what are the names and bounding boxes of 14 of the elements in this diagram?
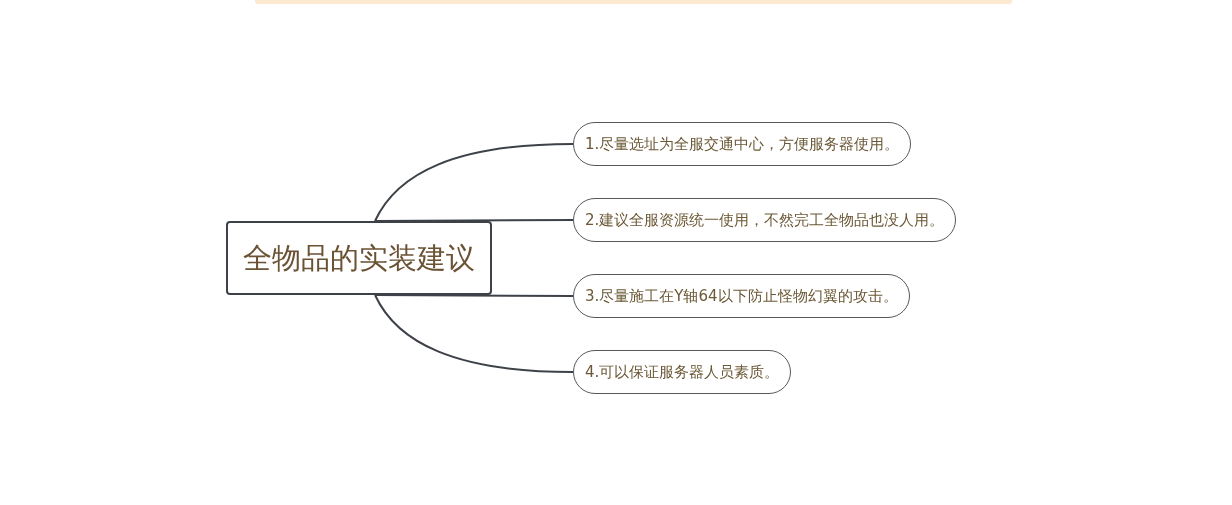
subtopic-pill	[573, 198, 957, 242]
subtopic-text: 3.尽量施工在Y轴64以下防止怪物幻翼的攻击。	[585, 288, 898, 304]
connector-line	[374, 219, 574, 222]
subtopic-text: 4.可以保证服务器人员素质。	[585, 364, 780, 380]
central-topic-box	[226, 221, 492, 295]
subtopic-text: 2.建议全服资源统一使用，不然完工全物品也没人用。	[585, 212, 945, 228]
connector-line	[374, 143, 574, 222]
central-topic-text: 全物品的实装建议	[243, 243, 475, 273]
connector-line	[374, 294, 574, 373]
subtopic-pill	[573, 350, 792, 394]
subtopic-pill	[573, 274, 910, 318]
subtopic-text: 1.尽量选址为全服交通中心，方便服务器使用。	[585, 136, 900, 152]
connector-line	[374, 294, 574, 297]
subtopic-pill	[573, 122, 912, 166]
